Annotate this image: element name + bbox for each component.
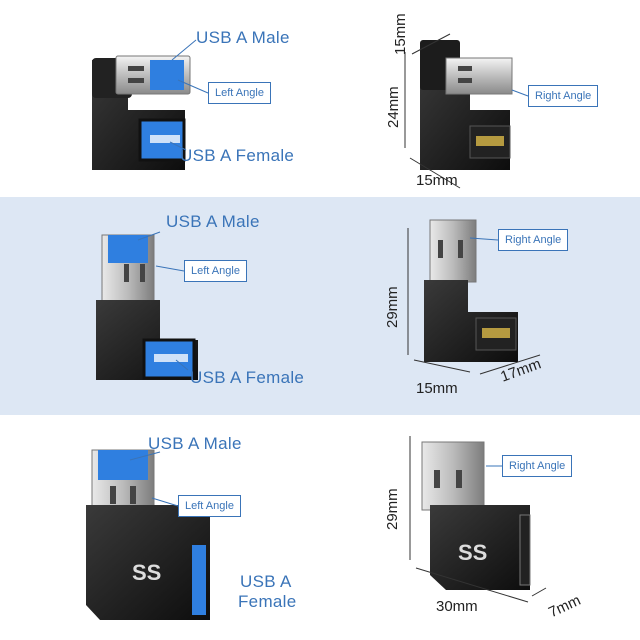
dim-side-2: 29mm <box>384 286 401 328</box>
l-adapter-right <box>407 219 541 375</box>
female-label-2: USB A Female <box>190 368 305 387</box>
dim-bottom-2: 15mm <box>416 380 458 397</box>
svg-text:SS: SS <box>458 540 487 565</box>
dim-top-1: 15mm <box>392 13 409 55</box>
left-angle-tag-2: Left Angle <box>184 260 247 282</box>
female-label-1: USB A Female <box>180 146 295 165</box>
dim-side-3: 29mm <box>384 488 401 530</box>
right-angle-tag-3: Right Angle <box>502 455 573 477</box>
male-label-2: USB A Male <box>166 212 260 231</box>
svg-text:SS: SS <box>132 560 161 585</box>
right-angle-tag-1: Right Angle <box>528 85 599 107</box>
left-angle-tag-1: Left Angle <box>208 82 271 104</box>
u-adapter-left <box>92 39 209 170</box>
dim-bottom-1: 15mm <box>416 172 458 189</box>
right-angle-tag-2: Right Angle <box>498 229 569 251</box>
flat-adapter-right: SS <box>409 436 547 603</box>
flat-adapter-left: SS <box>86 449 210 620</box>
male-label-1: USB A Male <box>196 28 290 47</box>
dim-side-1: 24mm <box>385 86 402 128</box>
dim-bottom-3: 30mm <box>436 598 478 615</box>
left-angle-tag-3: Left Angle <box>178 495 241 517</box>
female-label-3a: USB A <box>240 572 292 591</box>
u-adapter-right <box>404 33 529 189</box>
female-label-3b: Female <box>238 592 297 611</box>
male-label-3: USB A Male <box>148 434 242 453</box>
l-adapter-left <box>96 231 198 380</box>
